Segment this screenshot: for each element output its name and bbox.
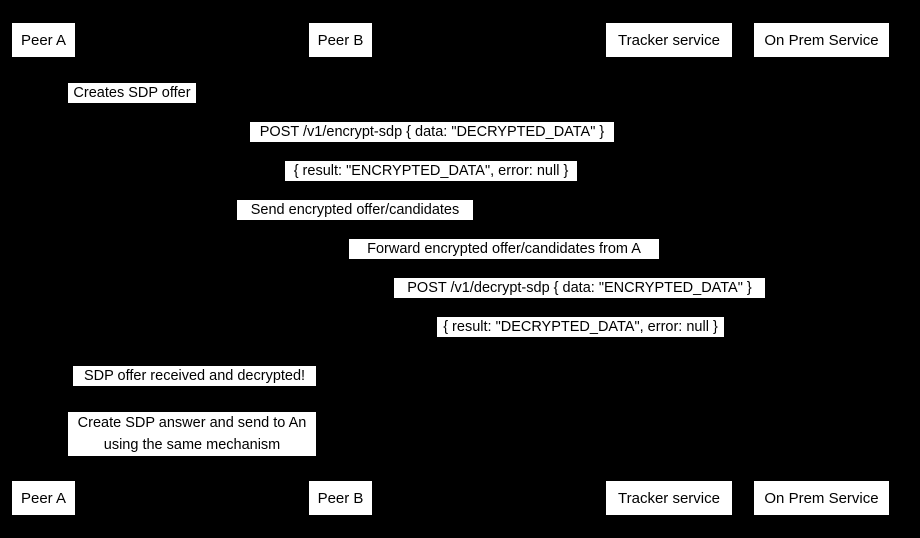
participant-footer-peer-a[interactable]: Peer A (11, 480, 76, 516)
participant-header-peer-a[interactable]: Peer A (11, 22, 76, 58)
participant-label: On Prem Service (764, 31, 879, 49)
participant-footer-on-prem-service[interactable]: On Prem Service (753, 480, 890, 516)
message-label-line-1: Create SDP answer and send to An (77, 415, 307, 431)
message-label-forward-encrypted-offer: Forward encrypted offer/candidates from … (349, 239, 659, 259)
lifeline-peer-a (43, 58, 44, 480)
message-label-creates-sdp-offer: Creates SDP offer (68, 83, 196, 103)
participant-label: Tracker service (618, 31, 720, 49)
message-arrow-sdp-offer-received (43, 382, 340, 390)
lifeline-tracker-service (669, 58, 670, 480)
message-arrow-encrypt-sdp-response (43, 177, 821, 185)
participant-header-tracker-service[interactable]: Tracker service (605, 22, 733, 58)
participant-label: Peer A (20, 31, 67, 49)
message-arrow-encrypt-sdp-request (43, 138, 821, 146)
message-arrow-create-sdp-answer (43, 409, 69, 457)
message-arrow-send-encrypted-offer (43, 216, 669, 224)
participant-footer-tracker-service[interactable]: Tracker service (605, 480, 733, 516)
message-label-encrypt-sdp-request: POST /v1/encrypt-sdp { data: "DECRYPTED_… (250, 122, 614, 142)
message-arrow-creates-sdp-offer (43, 80, 69, 106)
participant-label: Peer B (317, 31, 364, 49)
participant-label: On Prem Service (764, 489, 879, 507)
message-label-encrypt-sdp-response: { result: "ENCRYPTED_DATA", error: null … (285, 161, 577, 181)
participant-label: Peer A (20, 489, 67, 507)
lifeline-peer-b (340, 58, 341, 480)
message-arrow-decrypt-sdp-request (340, 294, 821, 302)
message-label-send-encrypted-offer: Send encrypted offer/candidates (237, 200, 473, 220)
participant-label: Peer B (317, 489, 364, 507)
participant-label: Tracker service (618, 489, 720, 507)
message-label-create-sdp-answer: Create SDP answer and send to An using t… (68, 412, 316, 456)
message-arrow-forward-encrypted-offer (340, 255, 669, 263)
lifeline-on-prem-service (821, 58, 822, 480)
participant-footer-peer-b[interactable]: Peer B (308, 480, 373, 516)
message-label-decrypt-sdp-response: { result: "DECRYPTED_DATA", error: null … (437, 317, 724, 337)
message-label-line-2: using the same mechanism (103, 437, 281, 453)
message-label-sdp-offer-received: SDP offer received and decrypted! (73, 366, 316, 386)
message-label-decrypt-sdp-request: POST /v1/decrypt-sdp { data: "ENCRYPTED_… (394, 278, 765, 298)
participant-header-peer-b[interactable]: Peer B (308, 22, 373, 58)
participant-header-on-prem-service[interactable]: On Prem Service (753, 22, 890, 58)
message-arrow-decrypt-sdp-response (340, 333, 821, 341)
